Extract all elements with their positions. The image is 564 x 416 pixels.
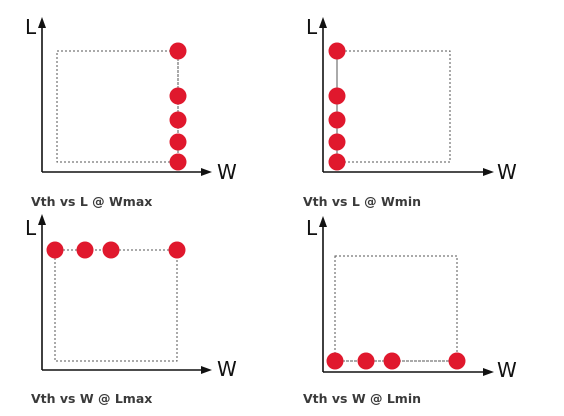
sweep-point-1 xyxy=(169,42,187,60)
sweep-point-2 xyxy=(169,87,187,105)
panel-vth-vs-l-wmin: L W Vth vs L @ Wmin xyxy=(303,15,517,209)
panel-vth-vs-w-lmax: L W Vth vs W @ Lmax xyxy=(25,214,237,406)
sweep-point-4 xyxy=(328,133,346,151)
device-region-box xyxy=(56,50,179,163)
sweep-point-4 xyxy=(448,352,466,370)
panel-caption: Vth vs L @ Wmin xyxy=(303,194,421,209)
sweep-point-2 xyxy=(328,87,346,105)
x-axis-arrow-icon xyxy=(201,168,212,176)
sweep-point-1 xyxy=(326,352,344,370)
sweep-point-1 xyxy=(46,241,64,259)
sweep-point-3 xyxy=(383,352,401,370)
x-axis-label: W xyxy=(217,357,237,381)
x-axis-arrow-icon xyxy=(483,368,494,376)
device-region-box xyxy=(336,50,451,163)
y-axis-arrow-icon xyxy=(319,216,327,227)
y-axis-label: L xyxy=(306,216,318,240)
x-axis-label: W xyxy=(217,160,237,184)
y-axis-arrow-icon xyxy=(38,17,46,28)
y-axis-label: L xyxy=(306,15,318,39)
device-region-box xyxy=(54,249,178,362)
sweep-point-2 xyxy=(357,352,375,370)
y-axis-label: L xyxy=(25,216,37,240)
y-axis-arrow-icon xyxy=(38,214,46,225)
panel-vth-vs-l-wmax: L W Vth vs L @ Wmax xyxy=(25,15,237,209)
sweep-point-3 xyxy=(169,111,187,129)
x-axis-arrow-icon xyxy=(483,168,494,176)
sweep-point-4 xyxy=(169,133,187,151)
panel-caption: Vth vs W @ Lmax xyxy=(31,391,152,406)
y-axis-arrow-icon xyxy=(319,17,327,28)
x-axis-arrow-icon xyxy=(201,366,212,374)
sweep-point-5 xyxy=(169,153,187,171)
device-region-box xyxy=(334,255,458,362)
x-axis-label: W xyxy=(497,358,517,382)
sweep-point-3 xyxy=(328,111,346,129)
sweep-point-2 xyxy=(76,241,94,259)
sweep-point-5 xyxy=(328,153,346,171)
y-axis-label: L xyxy=(25,15,37,39)
sweep-point-4 xyxy=(168,241,186,259)
panel-caption: Vth vs L @ Wmax xyxy=(31,194,152,209)
panel-vth-vs-w-lmin: L W Vth vs W @ Lmin xyxy=(303,216,517,406)
panel-caption: Vth vs W @ Lmin xyxy=(303,391,421,406)
x-axis-label: W xyxy=(497,160,517,184)
sweep-point-3 xyxy=(102,241,120,259)
sweep-point-1 xyxy=(328,42,346,60)
